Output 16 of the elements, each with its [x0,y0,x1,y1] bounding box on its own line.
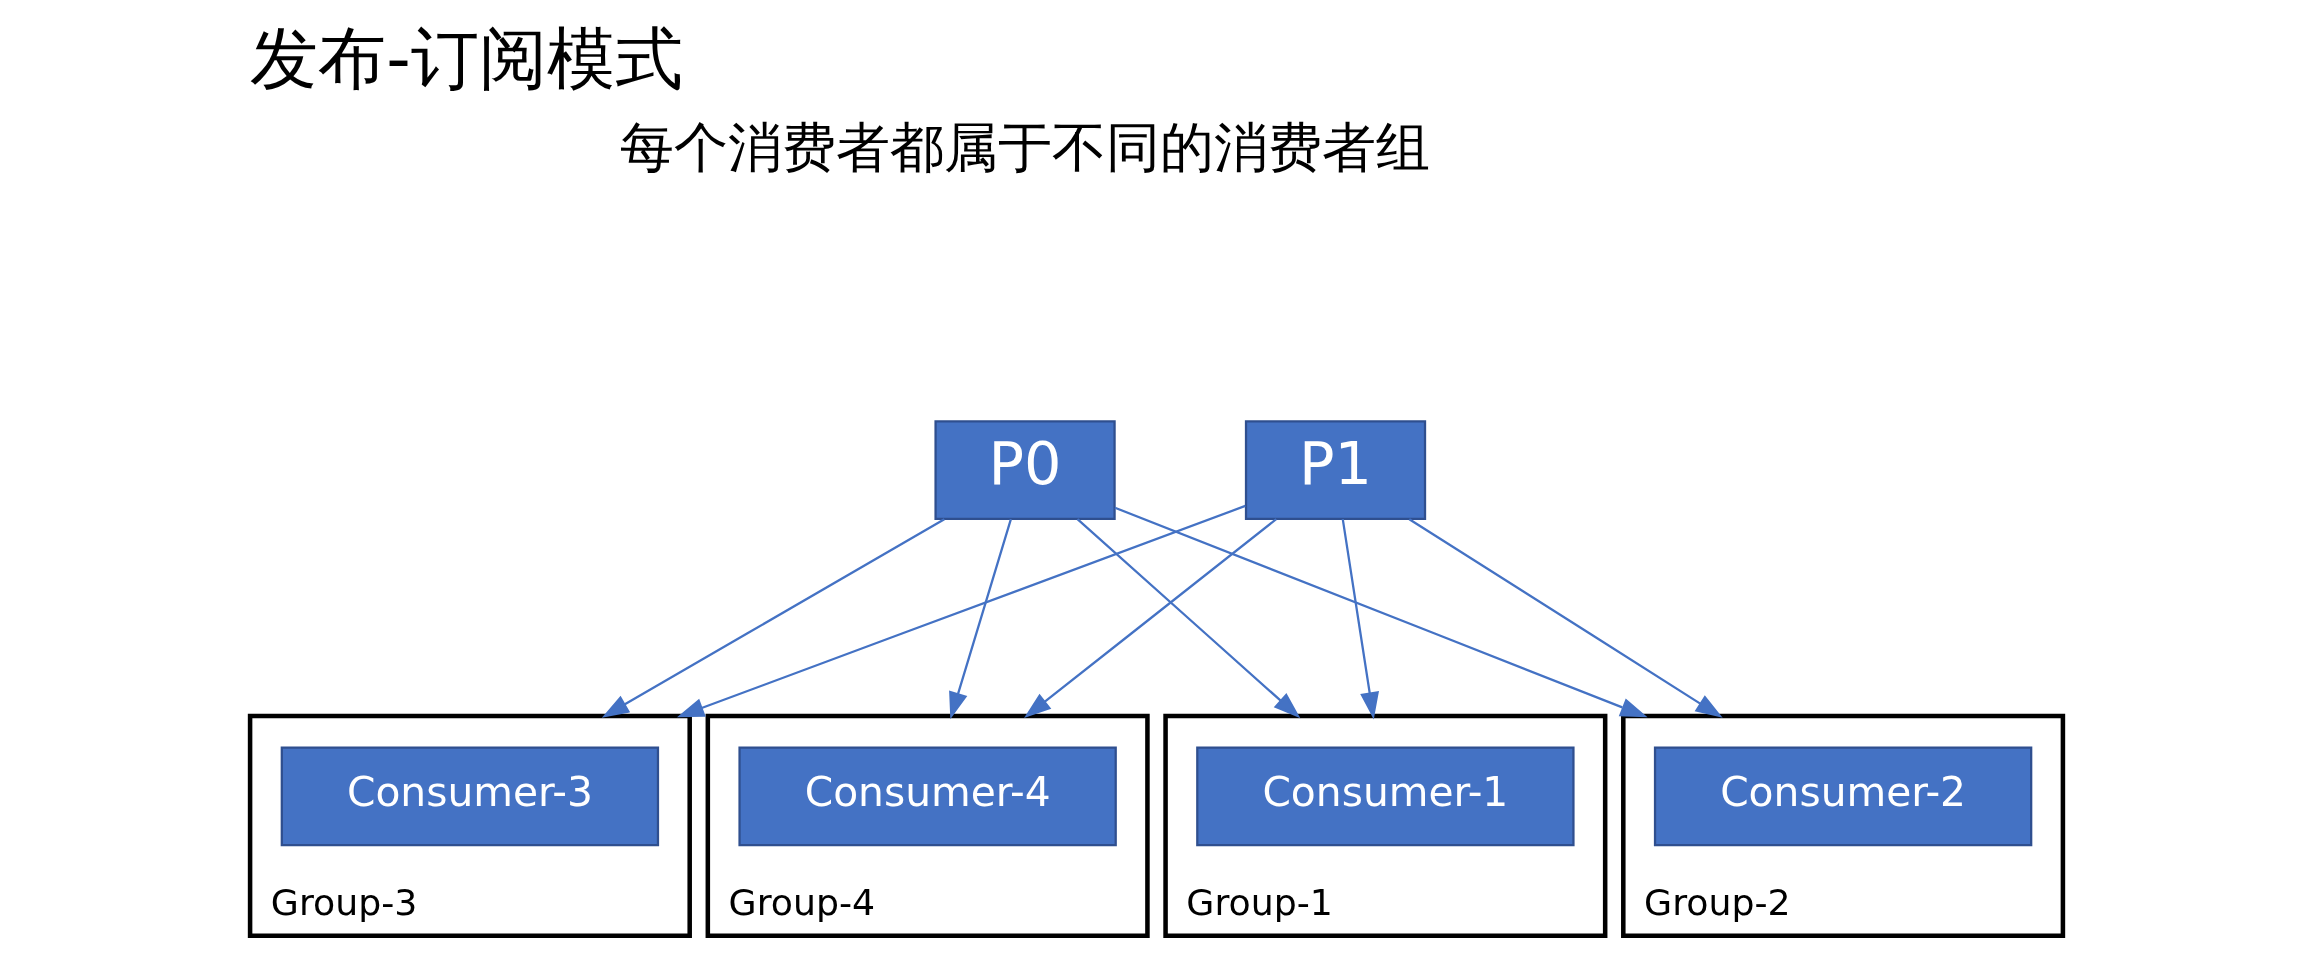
arrow [1408,517,1723,718]
diagram-title: 发布-订阅模式 [249,18,683,98]
node-box: Consumer-3 [280,746,659,846]
node-box: Consumer-2 [1653,746,2032,846]
arrow [1341,518,1379,719]
arrow [676,504,1246,717]
label: 每个消费者都属于不同的消费者组 [619,115,1430,179]
node-box: P1 [1244,419,1426,520]
arrow [1076,517,1300,718]
arrow [601,517,945,718]
arrow [1114,506,1648,717]
node-box: Consumer-1 [1195,746,1575,846]
arrow [1023,517,1277,718]
node-box: P0 [933,419,1116,520]
node-box: Consumer-4 [737,746,1117,846]
arrow [948,518,1012,719]
